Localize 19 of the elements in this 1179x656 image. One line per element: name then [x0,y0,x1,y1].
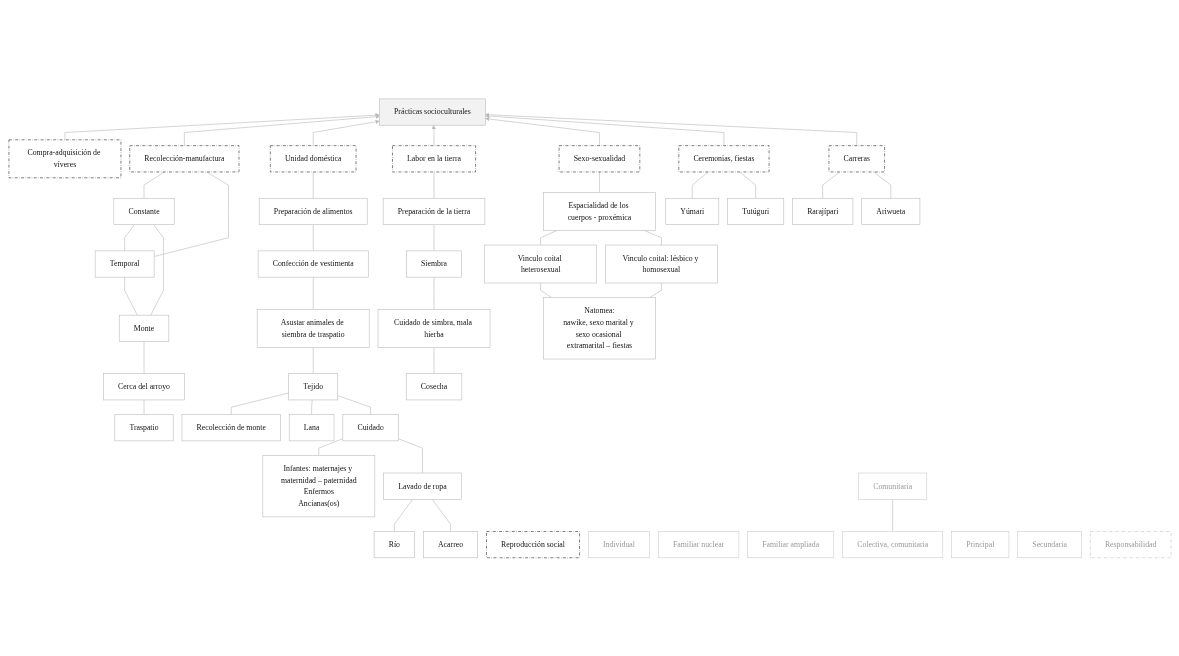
connector [123,223,135,251]
connector [230,392,289,415]
connector [539,229,557,245]
connector [598,171,600,193]
connector [431,498,451,532]
connector [149,223,164,316]
connector [691,171,708,199]
connector [739,171,756,199]
connector [310,399,313,415]
connector [336,394,371,415]
connector [318,438,343,456]
connector [153,171,229,257]
connector [539,282,552,298]
connector [821,171,840,199]
connector [393,498,413,532]
connector [873,171,891,199]
connector [123,276,138,316]
connector [143,171,165,199]
connector [891,498,893,532]
